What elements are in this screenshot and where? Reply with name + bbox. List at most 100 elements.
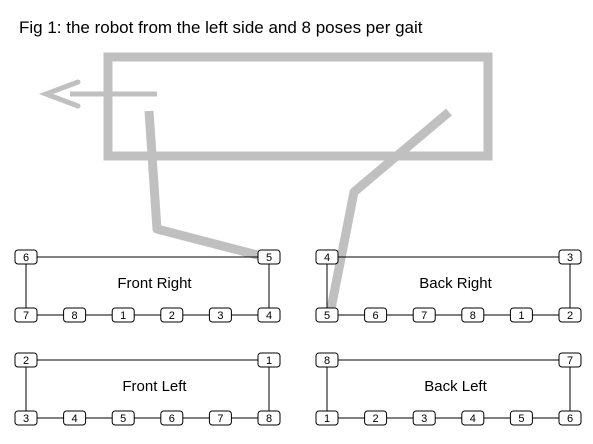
pose-node-top-right: 1 [257, 352, 281, 368]
pose-node-bottom: 1 [509, 307, 533, 323]
pose-number: 1 [518, 310, 524, 322]
pose-box [63, 307, 87, 323]
pose-node-top-left: 8 [315, 352, 339, 368]
pose-box [509, 410, 533, 426]
front-leg [144, 110, 267, 262]
pose-node-bottom: 1 [315, 410, 339, 426]
pose-number: 2 [23, 355, 29, 367]
pose-number: 5 [266, 252, 272, 264]
pose-number: 7 [567, 355, 573, 367]
pose-node-bottom: 5 [509, 410, 533, 426]
pose-box [558, 249, 582, 265]
pose-node-bottom: 4 [257, 307, 281, 323]
pose-box [412, 410, 436, 426]
pose-node-bottom: 2 [160, 307, 184, 323]
pose-box [558, 352, 582, 368]
pose-node-bottom: 8 [63, 307, 87, 323]
pose-number: 5 [324, 310, 330, 322]
pose-box [111, 410, 135, 426]
pose-box [558, 307, 582, 323]
panel-front-left: Front Left 2 1 3 4 5 6 7 8 [14, 352, 281, 426]
pose-node-top-right: 5 [257, 249, 281, 265]
pose-node-bottom: 4 [461, 410, 485, 426]
pose-number: 4 [324, 252, 330, 264]
pose-node-bottom: 5 [315, 307, 339, 323]
pose-node-bottom: 7 [208, 410, 232, 426]
pose-number: 8 [72, 310, 78, 322]
pose-box [364, 307, 388, 323]
pose-node-bottom: 2 [558, 307, 582, 323]
pose-node-bottom: 8 [257, 410, 281, 426]
pose-box [315, 307, 339, 323]
pose-number: 7 [217, 413, 223, 425]
pose-node-bottom: 4 [63, 410, 87, 426]
pose-box [315, 352, 339, 368]
pose-box [14, 307, 38, 323]
pose-node-top-right: 3 [558, 249, 582, 265]
pose-box [14, 410, 38, 426]
panel-front-right: Front Right 6 5 7 8 1 2 3 4 [14, 249, 281, 323]
pose-box [160, 410, 184, 426]
pose-node-bottom: 3 [412, 410, 436, 426]
panel-label: Front Left [122, 378, 187, 395]
pose-node-bottom: 2 [364, 410, 388, 426]
pose-box [461, 307, 485, 323]
pose-number: 8 [324, 355, 330, 367]
pose-number: 8 [470, 310, 476, 322]
pose-number: 5 [518, 413, 524, 425]
pose-box [208, 307, 232, 323]
pose-number: 8 [266, 413, 272, 425]
pose-number: 1 [120, 310, 126, 322]
pose-node-top-left: 2 [14, 352, 38, 368]
pose-number: 2 [373, 413, 379, 425]
pose-node-bottom: 1 [111, 307, 135, 323]
pose-number: 7 [23, 310, 29, 322]
pose-box [208, 410, 232, 426]
pose-node-bottom: 6 [160, 410, 184, 426]
pose-box [14, 249, 38, 265]
pose-number: 5 [120, 413, 126, 425]
pose-box [257, 249, 281, 265]
pose-number: 1 [324, 413, 330, 425]
pose-box [14, 352, 38, 368]
pose-node-top-right: 7 [558, 352, 582, 368]
robot-sketch [38, 52, 493, 315]
pose-number: 3 [217, 310, 223, 322]
pose-node-bottom: 3 [208, 307, 232, 323]
pose-node-bottom: 6 [558, 410, 582, 426]
pose-number: 6 [169, 413, 175, 425]
pose-box [558, 410, 582, 426]
pose-number: 2 [169, 310, 175, 322]
pose-node-top-left: 6 [14, 249, 38, 265]
pose-number: 3 [567, 252, 573, 264]
panel-label: Front Right [117, 275, 192, 292]
pose-number: 4 [470, 413, 476, 425]
pose-number: 3 [23, 413, 29, 425]
direction-arrow-head [38, 79, 81, 109]
pose-box [461, 410, 485, 426]
pose-node-bottom: 6 [364, 307, 388, 323]
pose-number: 1 [266, 355, 272, 367]
pose-node-bottom: 3 [14, 410, 38, 426]
pose-box [63, 410, 87, 426]
pose-number: 3 [421, 413, 427, 425]
pose-number: 6 [23, 252, 29, 264]
pose-box [257, 410, 281, 426]
panel-label: Back Right [419, 275, 492, 292]
pose-number: 4 [72, 413, 78, 425]
pose-number: 6 [373, 310, 379, 322]
pose-number: 6 [567, 413, 573, 425]
pose-node-top-left: 4 [315, 249, 339, 265]
pose-node-bottom: 5 [111, 410, 135, 426]
pose-node-bottom: 7 [14, 307, 38, 323]
figure-title: Fig 1: the robot from the left side and … [19, 18, 423, 37]
pose-box [509, 307, 533, 323]
pose-box [315, 410, 339, 426]
pose-box [111, 307, 135, 323]
pose-box [160, 307, 184, 323]
